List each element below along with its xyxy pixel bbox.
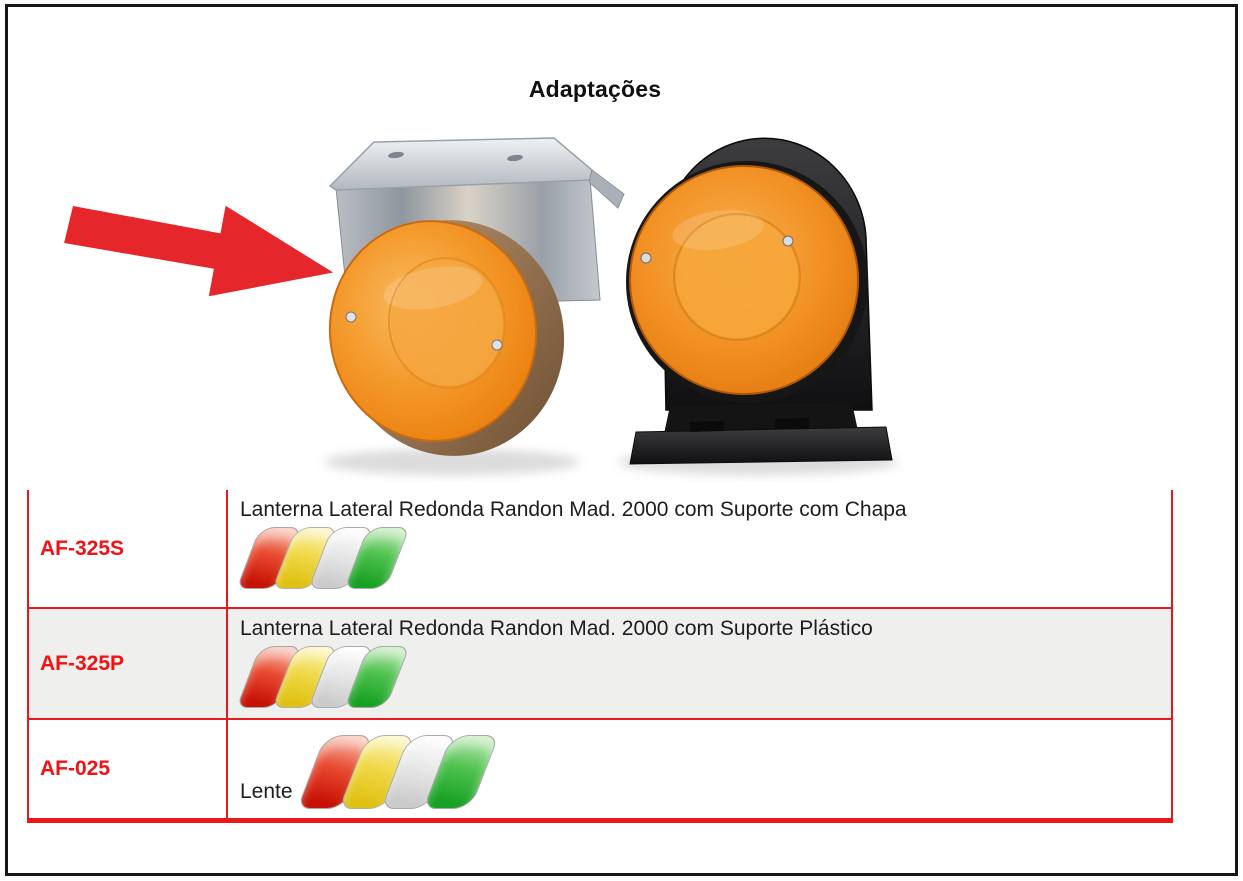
product-description: Lente <box>240 780 293 803</box>
product-table: AF-325S Lanterna Lateral Redonda Randon … <box>27 490 1173 823</box>
lamp-shadow <box>324 449 580 475</box>
product-description-cell: Lanterna Lateral Redonda Randon Mad. 200… <box>228 490 1171 607</box>
product-description-cell: Lanterna Lateral Redonda Randon Mad. 200… <box>228 609 1171 718</box>
product-code: AF-025 <box>29 720 228 818</box>
lens-screw <box>782 235 794 247</box>
product-code: AF-325P <box>29 609 228 718</box>
lens-color-swatches <box>296 735 499 809</box>
table-row: AF-325S Lanterna Lateral Redonda Randon … <box>29 490 1171 607</box>
table-row: AF-025 Lente <box>29 718 1171 818</box>
bracket-top-plate <box>328 137 593 191</box>
product-description-cell: Lente <box>228 720 1171 818</box>
product-description: Lanterna Lateral Redonda Randon Mad. 200… <box>240 498 907 521</box>
lens-color-swatches <box>236 527 1161 589</box>
lamp-metal-bracket-image <box>324 137 625 475</box>
product-photos <box>64 137 898 475</box>
lens-screw <box>345 311 357 323</box>
product-description: Lanterna Lateral Redonda Randon Mad. 200… <box>240 617 873 640</box>
lens-screw <box>640 252 652 264</box>
lens-screw <box>491 339 503 351</box>
bracket-foot <box>629 426 893 465</box>
page-title: Adaptações <box>528 76 662 102</box>
product-code: AF-325S <box>29 490 228 607</box>
lens-color-swatches <box>236 646 1161 708</box>
lamp-plastic-bracket-image <box>618 137 898 475</box>
table-row: AF-325P Lanterna Lateral Redonda Randon … <box>29 607 1171 718</box>
red-arrow-icon <box>64 205 334 297</box>
